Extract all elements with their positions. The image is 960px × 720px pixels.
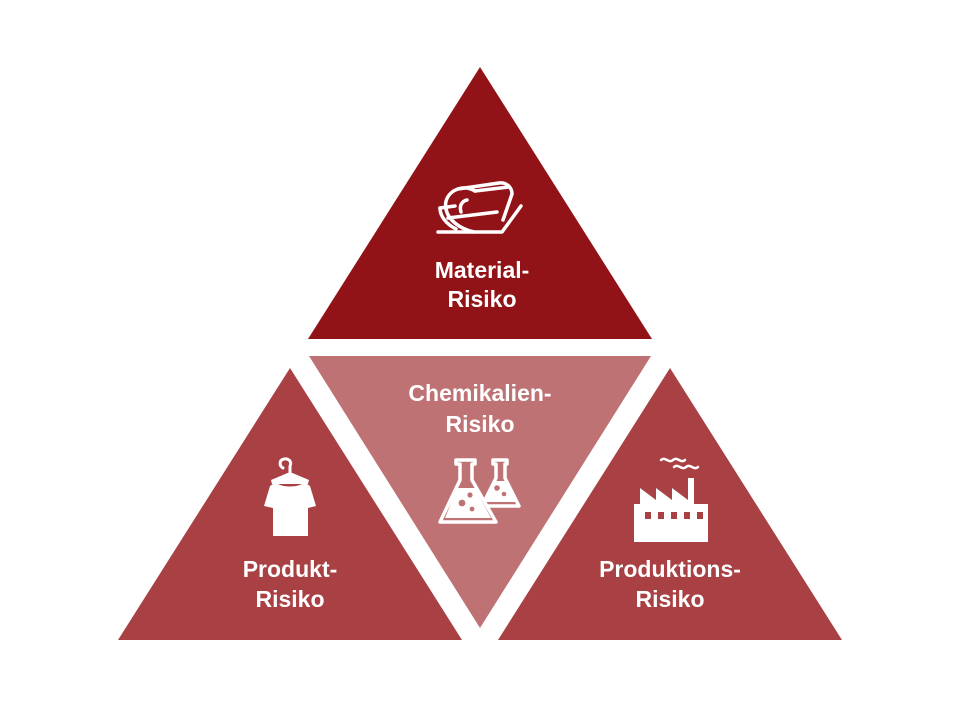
chemical-risk-segment: Chemikalien- Risiko (309, 356, 651, 628)
material-risk-label-line1: Material- (435, 257, 530, 283)
product-risk-label-line1: Produkt- (243, 556, 338, 582)
shirt-on-hanger-icon (264, 457, 316, 536)
factory-icon (634, 457, 708, 542)
product-risk-segment: Produkt- Risiko (118, 368, 462, 640)
product-risk-label-line2: Risiko (255, 586, 324, 612)
flask-icon (438, 458, 521, 524)
production-risk-label-line2: Risiko (635, 586, 704, 612)
material-risk-label-line2: Risiko (447, 286, 516, 312)
material-risk-triangle (308, 67, 652, 339)
chemical-risk-label-line2: Risiko (445, 411, 514, 437)
chemical-risk-label-line1: Chemikalien- (408, 380, 551, 406)
production-risk-label-line1: Produktions- (599, 556, 741, 582)
production-risk-segment: Produktions- Risiko (498, 368, 842, 640)
fabric-roll-icon (436, 181, 523, 234)
material-risk-segment: Material- Risiko (308, 67, 652, 339)
